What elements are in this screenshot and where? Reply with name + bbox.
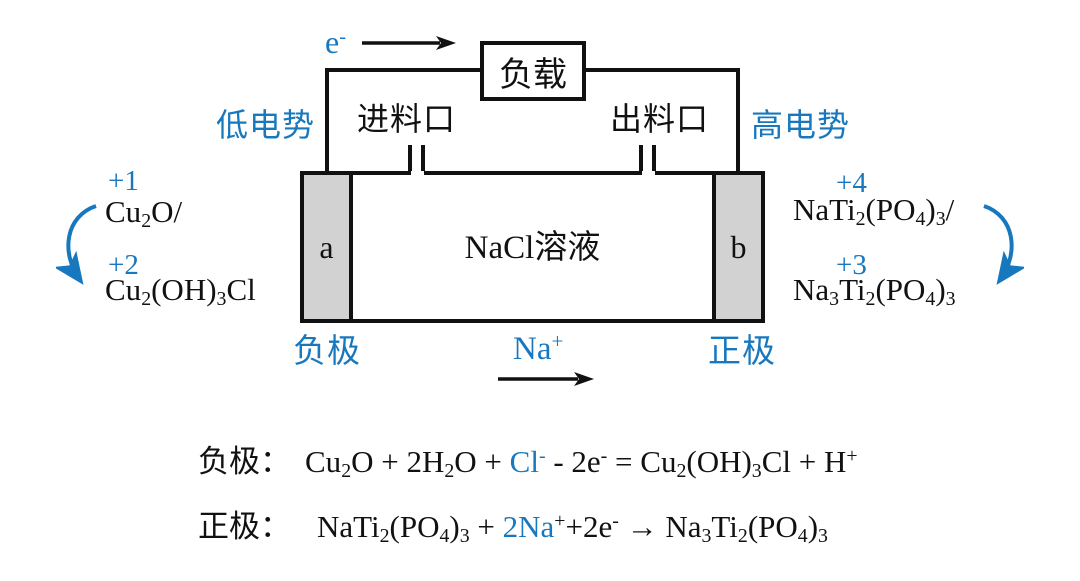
- tank-top-edge-right: [655, 171, 765, 175]
- wire-right-vertical: [736, 68, 740, 174]
- na-ion-label: Na+: [513, 329, 564, 367]
- tank-top-edge-middle: [424, 171, 642, 175]
- label-positive-terminal: 正极: [708, 334, 776, 370]
- electron-flow-label: e-: [325, 24, 347, 60]
- load-box: 负载: [480, 41, 586, 101]
- label-inlet: 进料口: [357, 101, 457, 137]
- label-low-potential: 低电势: [216, 107, 316, 143]
- left-species-bottom: Cu2(OH)3Cl: [105, 272, 256, 310]
- wire-left-vertical: [325, 68, 329, 174]
- right-species-bottom: Na3Ti2(PO4)3: [793, 272, 956, 310]
- inlet-pipe-left-wall: [408, 145, 412, 175]
- right-species-top: NaTi2(PO4)3/: [793, 192, 955, 230]
- label-high-potential: 高电势: [751, 107, 851, 143]
- outlet-pipe-right-wall: [652, 145, 656, 175]
- equation-positive-label: 正极：: [198, 509, 291, 544]
- electrode-a: a: [300, 171, 353, 323]
- electrode-b-label: b: [730, 228, 747, 265]
- solution-label: NaCl溶液: [464, 230, 601, 266]
- electrode-a-label: a: [319, 228, 334, 265]
- left-redox-arrow: [56, 204, 97, 285]
- tank-top-edge-left: [300, 171, 411, 175]
- electron-flow-arrow: [362, 36, 456, 50]
- outlet-pipe-left-wall: [639, 145, 643, 175]
- na-ion-arrow: [498, 372, 594, 386]
- wire-top-left: [326, 68, 484, 72]
- label-outlet: 出料口: [610, 101, 710, 137]
- electrode-b: b: [712, 171, 765, 323]
- equation-negative-formula: Cu2O + 2H2O + Cl- - 2e- = Cu2(OH)3Cl + H…: [305, 444, 858, 482]
- equation-negative-electrode: 负极： Cu2O + 2H2O + Cl- - 2e- = Cu2(OH)3Cl …: [198, 436, 858, 481]
- equation-positive-formula: NaTi2(PO4)3 + 2Na++2e- → Na3Ti2(PO4)3: [317, 509, 828, 547]
- left-species-top: Cu2O/: [105, 194, 183, 232]
- equation-negative-label: 负极：: [198, 444, 291, 479]
- right-oxidation-state-bottom: +3: [836, 249, 867, 281]
- tank-body: [300, 171, 765, 323]
- load-label: 负载: [499, 56, 567, 94]
- right-oxidation-state-top: +4: [836, 167, 867, 199]
- right-redox-arrow: [983, 204, 1024, 285]
- left-oxidation-state-bottom: +2: [108, 249, 139, 281]
- left-oxidation-state-top: +1: [108, 165, 139, 197]
- inlet-pipe-right-wall: [421, 145, 425, 175]
- equation-positive-electrode: 正极： NaTi2(PO4)3 + 2Na++2e- → Na3Ti2(PO4)3: [198, 501, 828, 546]
- wire-top-right: [582, 68, 740, 72]
- label-negative-terminal: 负极: [293, 334, 361, 370]
